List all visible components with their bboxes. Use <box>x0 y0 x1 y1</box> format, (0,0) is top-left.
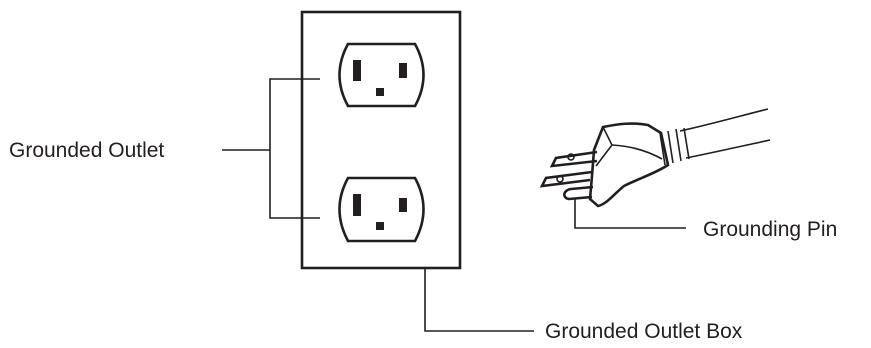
grounding-pin-label: Grounding Pin <box>703 218 837 241</box>
plug-icon <box>539 108 771 208</box>
plug-blade-bottom <box>539 170 593 188</box>
grounding-pin-leader <box>574 199 686 229</box>
lower-outlet-ground-hole <box>376 222 384 230</box>
upper-outlet-left-slot <box>353 60 361 81</box>
grounded-outlet-leader <box>222 78 320 219</box>
lower-outlet-right-slot <box>399 198 407 212</box>
grounded-outlet-box-leader <box>424 268 534 332</box>
grounded-outlet-label: Grounded Outlet <box>9 139 164 162</box>
grounding-pin <box>563 185 594 201</box>
lower-outlet <box>338 176 425 243</box>
upper-outlet-face <box>338 42 425 108</box>
upper-outlet-ground-hole <box>376 88 384 96</box>
lower-outlet-face <box>338 176 425 243</box>
lower-outlet-left-slot <box>353 194 361 216</box>
upper-outlet <box>338 42 425 108</box>
grounded-outlet-box-label: Grounded Outlet Box <box>545 320 743 343</box>
outlet-box <box>300 10 462 270</box>
plug-cord <box>679 108 769 132</box>
plug-blade-top <box>549 150 598 168</box>
upper-outlet-right-slot <box>399 63 407 78</box>
plug-body <box>588 122 670 208</box>
